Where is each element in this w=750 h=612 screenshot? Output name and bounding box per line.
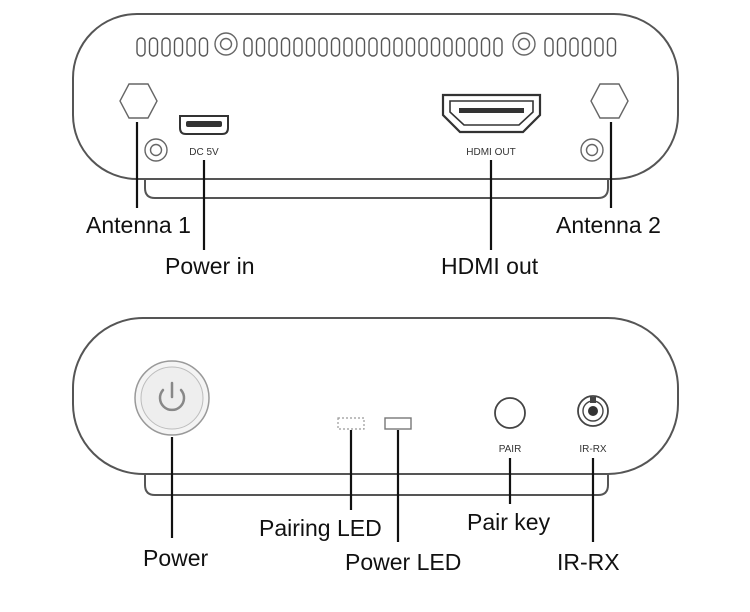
pair-port-label: PAIR [499, 444, 522, 455]
hdmi-port-label: HDMI OUT [466, 147, 515, 158]
callout-antenna-2: Antenna 2 [556, 212, 661, 238]
vent-slot [368, 37, 378, 57]
dc-port-label: DC 5V [189, 147, 219, 158]
vent-slot [186, 37, 196, 57]
vent-slot [455, 37, 466, 57]
power-icon [158, 381, 186, 412]
vent-slot [380, 37, 391, 57]
vent-slots [136, 37, 617, 57]
callout-pairing-led: Pairing LED [259, 515, 382, 541]
antenna-2-mount [590, 83, 629, 119]
vent-slot [468, 37, 478, 57]
power-button[interactable] [134, 360, 210, 436]
vent-slot [330, 37, 341, 57]
antenna-1-mount [119, 83, 158, 119]
callout-power-in: Power in [165, 253, 254, 279]
screw-bottom-left [144, 138, 168, 162]
vent-slot [355, 37, 366, 57]
irrx-port-label: IR-RX [579, 444, 607, 455]
callout-power-led: Power LED [345, 549, 461, 575]
pair-key-button[interactable] [494, 397, 526, 429]
front-panel-body [72, 317, 679, 475]
micro-usb-port-icon [179, 115, 229, 135]
vent-slot [173, 37, 184, 57]
rear-panel: DC 5V HDMI OUT Antenna 1 Power in HDMI o… [72, 13, 679, 279]
vent-slot [606, 37, 617, 57]
vent-slot [243, 37, 253, 57]
front-panel: PAIR IR-RX Power Pairing LED Power LED P… [72, 317, 679, 575]
vent-slot [161, 37, 171, 57]
vent-slot [255, 37, 266, 57]
vent-slot [443, 37, 453, 57]
callout-pair-key: Pair key [467, 509, 551, 535]
vent-slot [405, 37, 416, 57]
vent-slot [293, 37, 303, 57]
power-led [384, 417, 412, 430]
vent-slot [268, 37, 278, 57]
vent-slot [280, 37, 291, 57]
vent-slot [343, 37, 353, 57]
callout-ir-rx: IR-RX [557, 549, 620, 575]
screw-left [214, 32, 238, 56]
vent-slot [305, 37, 316, 57]
vent-slot [569, 37, 579, 57]
callout-hdmi-out: HDMI out [441, 253, 539, 279]
vent-slot [581, 37, 592, 57]
vent-slot [430, 37, 441, 57]
vent-slot [544, 37, 554, 57]
vent-slot [318, 37, 328, 57]
vent-slot [148, 37, 159, 57]
vent-slot [198, 37, 209, 57]
audio-jack-icon [577, 395, 609, 427]
callout-antenna-1: Antenna 1 [86, 212, 191, 238]
hdmi-port-icon [441, 93, 542, 134]
screw-right [512, 32, 536, 56]
pairing-led [337, 417, 365, 430]
vent-slot [136, 37, 146, 57]
vent-slot [393, 37, 403, 57]
vent-slot [556, 37, 567, 57]
vent-slot [594, 37, 604, 57]
callout-power: Power [143, 545, 209, 571]
screw-bottom-right [580, 138, 604, 162]
vent-slot [480, 37, 491, 57]
vent-slot [418, 37, 428, 57]
vent-slot [493, 37, 503, 57]
